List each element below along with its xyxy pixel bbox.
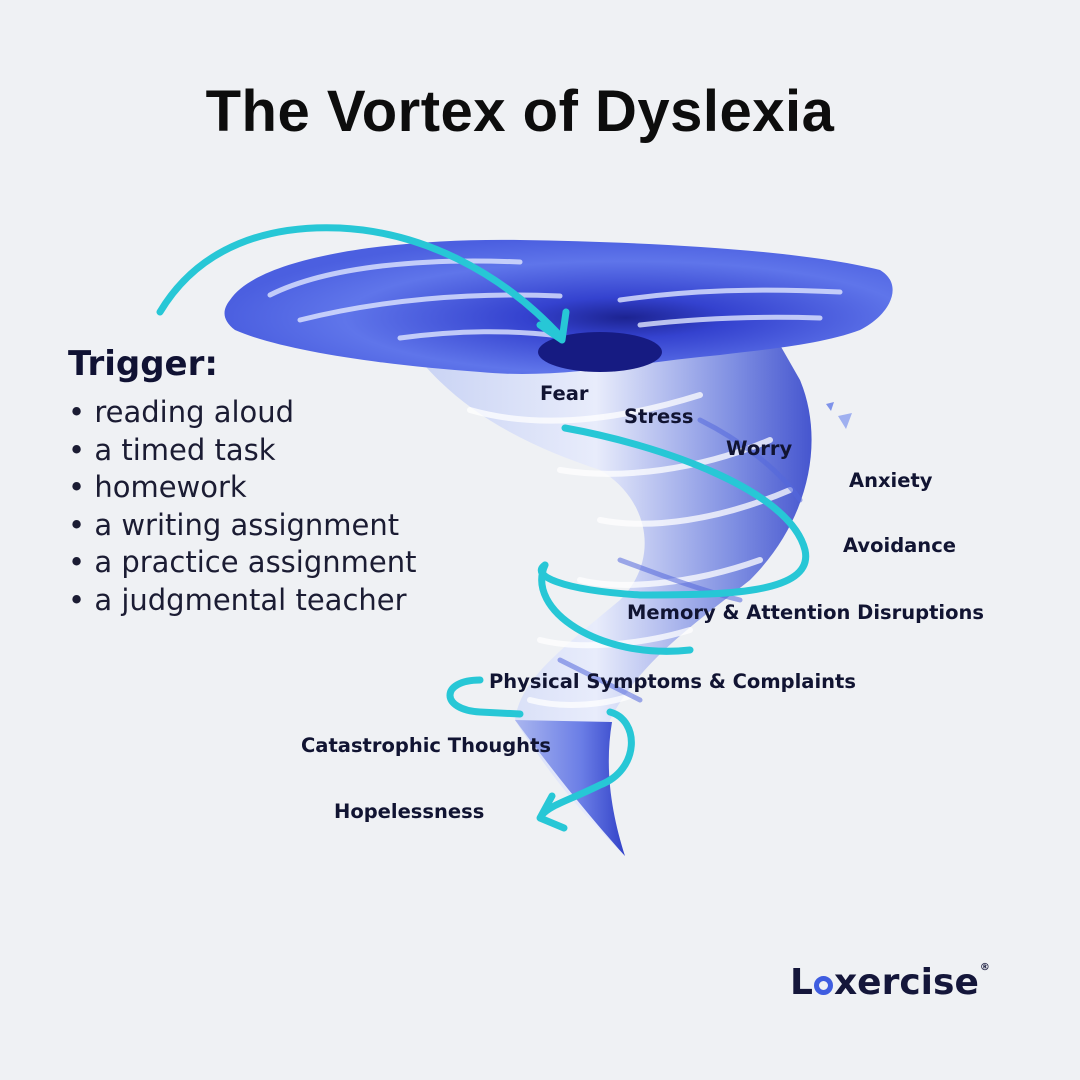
trigger-list: reading aloud a timed task homework a wr… bbox=[68, 394, 416, 619]
entry-arrow bbox=[156, 224, 566, 342]
trigger-item: a writing assignment bbox=[68, 507, 416, 545]
label-worry: Worry bbox=[726, 437, 793, 460]
vortex-top bbox=[224, 239, 893, 375]
label-avoidance: Avoidance bbox=[843, 534, 956, 557]
page-title: The Vortex of Dyslexia bbox=[205, 79, 835, 144]
trigger-heading: Trigger: bbox=[68, 344, 218, 384]
label-physical: Physical Symptoms & Complaints bbox=[489, 670, 856, 693]
label-stress: Stress bbox=[624, 405, 694, 428]
logo-circle-icon bbox=[813, 976, 833, 995]
trigger-item: reading aloud bbox=[68, 394, 416, 432]
label-hopelessness: Hopelessness bbox=[334, 800, 485, 823]
label-fear: Fear bbox=[540, 382, 589, 405]
label-anxiety: Anxiety bbox=[849, 469, 933, 492]
trigger-item: a practice assignment bbox=[68, 544, 416, 582]
entry-arrowhead bbox=[536, 308, 570, 344]
trigger-item: a judgmental teacher bbox=[68, 582, 416, 620]
exit-arrowhead bbox=[536, 792, 568, 832]
trigger-panel: Trigger: reading aloud a timed task home… bbox=[68, 344, 416, 619]
logo-text-start: L bbox=[790, 962, 813, 1003]
vortex-tail bbox=[515, 720, 625, 856]
logo-text-end: xercise bbox=[833, 962, 979, 1003]
registered-mark: ® bbox=[979, 962, 990, 973]
label-catastrophic: Catastrophic Thoughts bbox=[301, 734, 551, 757]
trigger-item: a timed task bbox=[68, 432, 416, 470]
label-memory: Memory & Attention Disruptions bbox=[627, 601, 984, 624]
swirl-arrow bbox=[537, 424, 810, 599]
vortex-eye bbox=[538, 332, 662, 372]
trigger-item: homework bbox=[68, 469, 416, 507]
